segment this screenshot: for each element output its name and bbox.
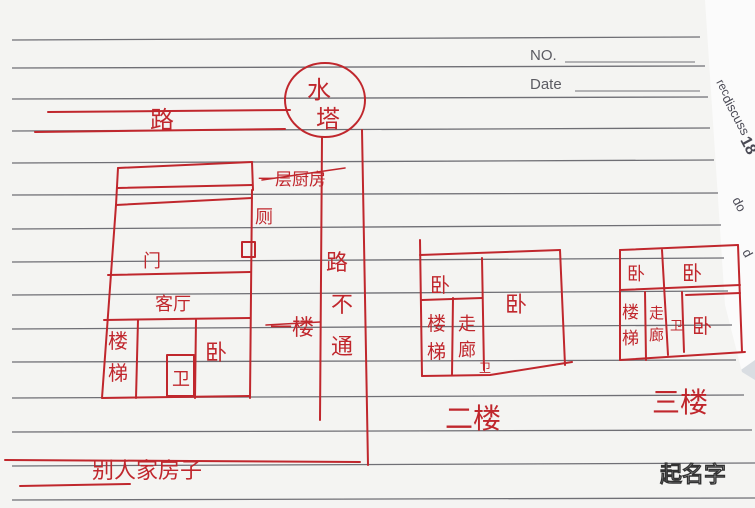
third-floor-wall-b <box>681 291 685 353</box>
second-floor-top-wall <box>419 249 561 256</box>
watermark: 起名字 <box>659 462 726 488</box>
third-floor-toilet: 卫 <box>670 319 683 334</box>
first-floor-label: 一楼 <box>270 316 314 341</box>
water-tower-char-1: 水 <box>307 76 331 104</box>
second-floor-label: 二楼 <box>445 402 501 435</box>
third-floor-bedroom-right: 卧 <box>682 261 702 285</box>
third-floor-bottom-wall <box>619 351 746 361</box>
stairs-wall <box>135 319 139 399</box>
house-top-wall <box>117 161 253 169</box>
ruled-lines <box>11 36 755 501</box>
second-floor-toilet: 卫 <box>479 361 491 375</box>
bedroom-wall <box>194 319 197 399</box>
floor-plan-sketch: 路 水 塔 路 不 通 一层厨房 厕 门 客厅 楼 梯 卫 卧 <box>4 62 746 487</box>
third-floor-stairs-2: 梯 <box>622 329 639 349</box>
third-floor-corridor-1: 走 <box>649 304 664 322</box>
blocked-road-right <box>361 129 369 466</box>
living-room-label: 客厅 <box>155 294 191 315</box>
first-floor-leader <box>265 321 321 326</box>
side-sheet <box>700 0 755 372</box>
second-floor-left-wall <box>419 239 423 377</box>
road-label-top: 路 <box>150 106 174 134</box>
blocked-road-char-3: 通 <box>331 335 353 360</box>
third-floor-stairs-wall <box>644 291 647 361</box>
road-line-upper <box>47 109 291 113</box>
door-divider <box>107 271 251 276</box>
third-floor-label: 三楼 <box>652 386 708 419</box>
second-floor-corridor-wall <box>481 257 485 371</box>
third-floor-stairs-1: 楼 <box>622 303 639 323</box>
stairs-char-2: 梯 <box>108 361 128 385</box>
side-text-rec: rec <box>713 77 733 98</box>
small-toilet-box <box>241 241 256 258</box>
third-floor-corridor-2: 廊 <box>649 326 664 344</box>
neighbor-label: 别人家房子 <box>92 459 202 484</box>
third-floor-wall-a <box>661 249 669 356</box>
kitchen-divider <box>117 184 253 189</box>
third-floor-right-wall <box>737 244 743 353</box>
neighbor-underline <box>19 483 131 487</box>
blocked-road-char-2: 不 <box>331 293 353 318</box>
second-floor-stairs-wall <box>451 297 454 376</box>
blocked-road-char-1: 路 <box>326 251 348 276</box>
side-text-do: do <box>729 194 749 214</box>
second-floor-stairs-2: 梯 <box>427 341 446 363</box>
kitchen-label: 一层厨房 <box>258 170 326 190</box>
toilet-box <box>166 354 195 397</box>
second-floor-corridor-2: 廊 <box>458 340 476 361</box>
door-label: 门 <box>143 251 161 272</box>
second-floor-right-wall <box>559 249 566 366</box>
third-floor-wall-c <box>685 292 741 296</box>
second-floor-corridor-1: 走 <box>458 314 476 335</box>
living-room-divider <box>103 317 251 321</box>
third-floor-divider <box>619 284 741 291</box>
second-floor-stairs-1: 楼 <box>427 313 446 335</box>
neighbor-line <box>4 459 361 463</box>
kitchen-bottom <box>115 197 253 206</box>
kitchen-leader <box>261 167 346 181</box>
no-label: NO. <box>530 47 557 64</box>
house-right-wall <box>249 189 253 399</box>
road-line-lower <box>34 128 286 133</box>
toilet-label: 卫 <box>172 369 190 390</box>
date-label: Date <box>530 76 562 93</box>
house-left-upper <box>115 167 119 206</box>
second-floor-bedroom-small: 卧 <box>430 273 450 297</box>
third-floor-bedroom-lower: 卧 <box>692 314 712 338</box>
bedroom-label: 卧 <box>205 341 227 366</box>
small-toilet-label: 厕 <box>255 207 273 228</box>
second-floor-bottom-wall <box>421 361 573 377</box>
house-left-wall <box>101 204 117 399</box>
second-floor-bedroom-large: 卧 <box>505 293 527 318</box>
stairs-char-1: 楼 <box>108 329 128 353</box>
third-floor-bedroom-left: 卧 <box>627 264 645 285</box>
blocked-road-left <box>319 136 323 421</box>
water-tower-circle <box>284 62 366 138</box>
water-tower-char-2: 塔 <box>316 105 340 133</box>
third-floor-top-wall <box>619 244 739 251</box>
